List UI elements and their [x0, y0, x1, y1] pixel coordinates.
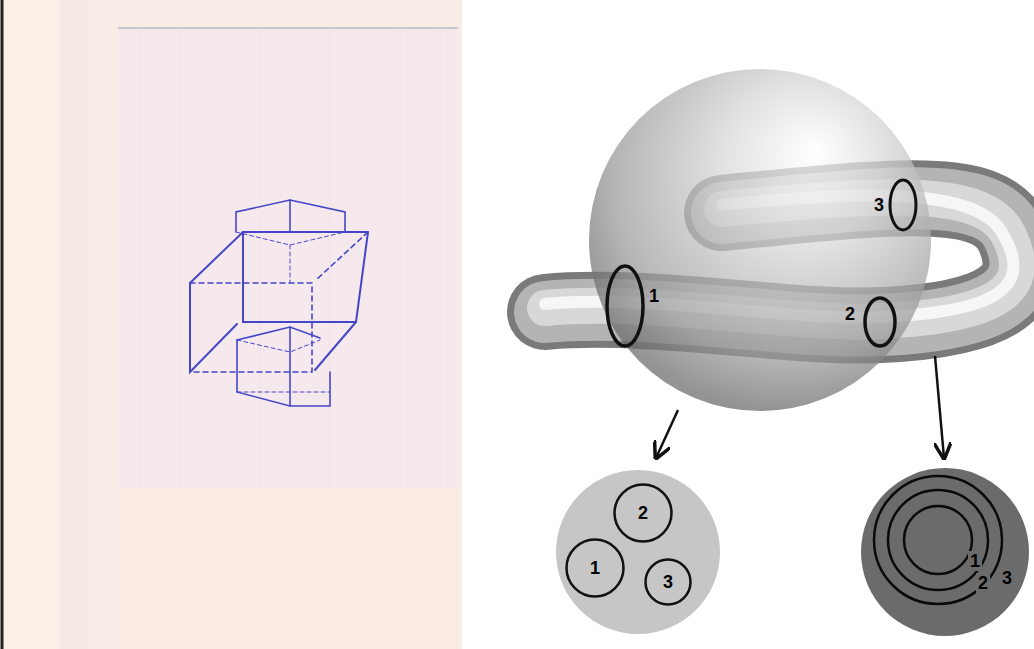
sphere	[589, 69, 931, 411]
callout-number: 1	[649, 287, 659, 305]
pointer-arrows	[656, 356, 944, 458]
callout-number: 2	[976, 573, 990, 593]
section-disc-nested	[861, 468, 1029, 636]
section-disc	[556, 470, 720, 634]
section-circle: 1	[565, 538, 625, 598]
section-number: 1	[590, 559, 600, 577]
pen-sketch	[190, 200, 368, 406]
callout-number: 3	[874, 196, 884, 214]
callout-number: 2	[845, 305, 855, 323]
callout-number: 1	[968, 551, 982, 571]
cut-rings	[607, 180, 916, 346]
section-number: 3	[663, 573, 673, 591]
callout-number: 3	[1000, 568, 1014, 588]
paper-scan	[0, 0, 462, 649]
section-circle: 2	[613, 483, 673, 543]
section-circle: 3	[644, 558, 692, 606]
section-number: 2	[638, 504, 648, 522]
